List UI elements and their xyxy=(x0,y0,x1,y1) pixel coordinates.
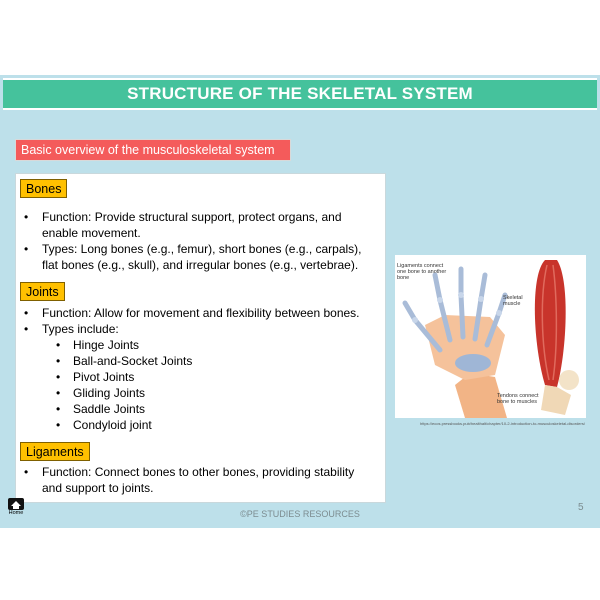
list-item: •Saddle Joints xyxy=(56,402,146,416)
slide-title: STRUCTURE OF THE SKELETAL SYSTEM xyxy=(127,84,473,103)
bone-end xyxy=(559,370,579,390)
bones-types: Types: Long bones (e.g., femur), short b… xyxy=(42,242,362,272)
joints-types-intro: Types include: xyxy=(42,322,119,336)
finger-bones xyxy=(402,266,508,353)
joint-type: Hinge Joints xyxy=(73,338,140,352)
carpal-bones xyxy=(455,354,491,372)
overview-label: Basic overview of the musculoskeletal sy… xyxy=(21,143,275,157)
joints-tag: Joints xyxy=(20,282,65,301)
ligaments-caption: Ligaments connect one bone to another bo… xyxy=(397,263,447,281)
list-item: •Pivot Joints xyxy=(56,370,135,384)
home-label: Home xyxy=(8,510,24,516)
bones-tag-label: Bones xyxy=(26,181,62,196)
list-item: •Function: Provide structural support, p… xyxy=(24,210,342,240)
home-button[interactable]: Home xyxy=(7,497,25,517)
tendon xyxy=(541,385,571,415)
title-bar: STRUCTURE OF THE SKELETAL SYSTEM xyxy=(3,78,597,110)
muscle-caption: Skeletal muscle xyxy=(503,295,523,307)
joint-type: Condyloid joint xyxy=(73,418,152,432)
bones-function: Function: Provide structural support, pr… xyxy=(42,210,342,240)
hand-muscle-drawing xyxy=(402,260,579,418)
overview-banner: Basic overview of the musculoskeletal sy… xyxy=(15,139,291,161)
joint-type: Saddle Joints xyxy=(73,402,146,416)
joints-list: •Function: Allow for movement and flexib… xyxy=(16,305,387,337)
ligaments-tag: Ligaments xyxy=(20,442,90,461)
page-number: 5 xyxy=(578,502,584,513)
list-item: •Ball-and-Socket Joints xyxy=(56,354,193,368)
joints-function: Function: Allow for movement and flexibi… xyxy=(42,306,360,320)
ligaments-tag-label: Ligaments xyxy=(26,444,84,459)
list-item: •Condyloid joint xyxy=(56,418,152,432)
hand-anatomy-illustration: Ligaments connect one bone to another bo… xyxy=(395,255,586,418)
footer-copyright: ©PE STUDIES RESOURCES xyxy=(240,509,360,519)
joint-knuckles xyxy=(412,292,502,323)
joints-tag-label: Joints xyxy=(26,284,59,299)
list-item: •Types: Long bones (e.g., femur), short … xyxy=(24,242,362,272)
image-source-url: https://ecos.pressbooks.pub/healthalt/ch… xyxy=(420,421,585,426)
home-icon xyxy=(8,498,24,510)
content-box: Bones •Function: Provide structural supp… xyxy=(15,173,386,503)
list-item: •Types include: xyxy=(24,322,119,336)
joint-types-list: •Hinge Joints •Ball-and-Socket Joints •P… xyxy=(16,337,387,433)
joint-type: Pivot Joints xyxy=(73,370,135,384)
bones-tag: Bones xyxy=(20,179,68,198)
list-item: •Function: Connect bones to other bones,… xyxy=(24,465,355,495)
ligaments-list: •Function: Connect bones to other bones,… xyxy=(16,464,387,496)
bones-list: •Function: Provide structural support, p… xyxy=(16,209,387,273)
list-item: •Hinge Joints xyxy=(56,338,140,352)
skeletal-muscle xyxy=(534,260,566,387)
tendons-caption: Tendons connect bone to muscles xyxy=(497,393,539,405)
joint-type: Ball-and-Socket Joints xyxy=(73,354,193,368)
forearm-shape xyxy=(455,373,507,418)
ligaments-function: Function: Connect bones to other bones, … xyxy=(42,465,355,495)
list-item: •Function: Allow for movement and flexib… xyxy=(24,306,360,320)
joint-type: Gliding Joints xyxy=(73,386,146,400)
list-item: •Gliding Joints xyxy=(56,386,146,400)
